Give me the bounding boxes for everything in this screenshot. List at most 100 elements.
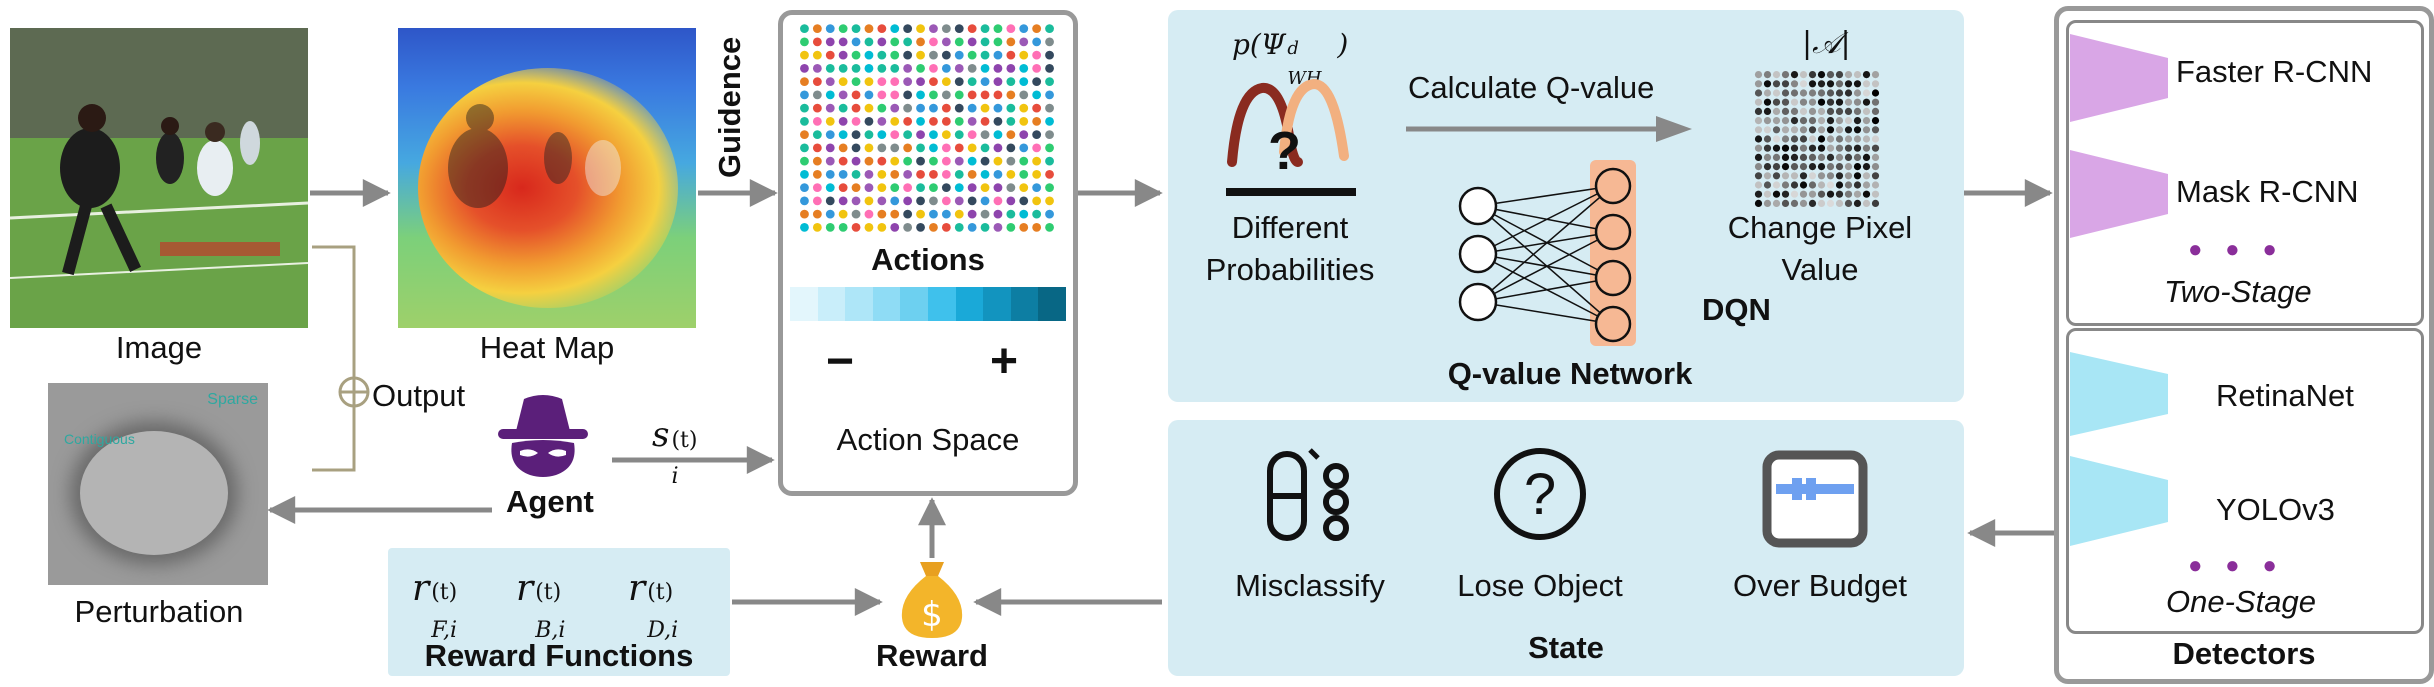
action-dot xyxy=(1045,169,1054,179)
action-dot xyxy=(1006,156,1016,166)
money-bag-dollar: $ xyxy=(921,595,943,635)
action-dot xyxy=(864,209,874,219)
action-dot xyxy=(877,222,887,232)
q-value-dot xyxy=(1853,135,1862,143)
q-value-dot xyxy=(1871,126,1880,134)
action-dot xyxy=(1006,77,1016,87)
action-dot xyxy=(1045,50,1054,60)
agent-state-symbol: s (t) i xyxy=(652,415,709,489)
q-value-dot xyxy=(1844,190,1853,198)
action-dot xyxy=(954,222,964,232)
action-dot xyxy=(812,24,822,34)
action-dot xyxy=(1045,143,1054,153)
action-dot xyxy=(838,169,848,179)
action-dot xyxy=(825,50,835,60)
action-dot xyxy=(980,116,990,126)
q-value-dot xyxy=(1826,181,1835,189)
reward-fn-f: r (t) F,i xyxy=(412,568,475,643)
one-stage-dots: ● ● ● xyxy=(2188,552,2285,579)
action-dot xyxy=(812,103,822,113)
q-value-dot xyxy=(1826,135,1835,143)
action-dot xyxy=(825,24,835,34)
action-dot xyxy=(993,196,1003,206)
q-value-dot xyxy=(1853,163,1862,171)
action-dot xyxy=(825,130,835,140)
action-dot xyxy=(825,37,835,47)
reward-fn-b-sub: B,i xyxy=(535,618,566,643)
misclassify-label: Misclassify xyxy=(1235,568,1385,603)
action-dot xyxy=(890,77,900,87)
action-dot xyxy=(1045,90,1054,100)
reward-fn-f-sub: F,i xyxy=(431,618,458,643)
probability-curves-icon xyxy=(1226,78,1356,196)
action-dot xyxy=(864,50,874,60)
heatmap-label: Heat Map xyxy=(479,330,615,365)
action-dot xyxy=(851,143,861,153)
action-dot xyxy=(1045,222,1054,232)
q-value-dot xyxy=(1844,80,1853,88)
action-dot xyxy=(916,130,925,140)
action-dot xyxy=(877,103,887,113)
q-value-pixel-grid xyxy=(1754,71,1880,207)
action-dot xyxy=(903,63,913,73)
action-dot xyxy=(993,63,1003,73)
action-dot xyxy=(800,103,809,113)
action-dot xyxy=(903,196,913,206)
lose-object-label: Lose Object xyxy=(1457,568,1623,603)
mask-rcnn-label: Mask R-CNN xyxy=(2176,174,2359,209)
q-value-dot xyxy=(1790,80,1799,88)
action-dot xyxy=(838,222,848,232)
action-dot xyxy=(1006,90,1016,100)
q-value-dot xyxy=(1835,117,1844,125)
action-dot xyxy=(1019,50,1029,60)
prob-formula-close: ) xyxy=(1337,28,1349,61)
perturbation-sparse-text: Sparse xyxy=(207,391,258,408)
q-value-dot xyxy=(1862,126,1871,134)
action-dot xyxy=(812,63,822,73)
q-value-dot xyxy=(1871,89,1880,97)
action-dot xyxy=(1006,143,1016,153)
perturbation-contiguous-text: Contiguous xyxy=(64,431,135,447)
action-dot xyxy=(929,37,938,47)
q-value-dot xyxy=(1817,98,1826,106)
q-value-dot xyxy=(1817,117,1826,125)
action-dot xyxy=(864,222,874,232)
q-value-dot xyxy=(1754,71,1763,79)
q-value-dot xyxy=(1826,144,1835,152)
action-dot xyxy=(903,156,913,166)
q-value-dot xyxy=(1826,71,1835,79)
action-dot xyxy=(1019,183,1029,193)
action-dot xyxy=(800,63,809,73)
action-dot xyxy=(877,37,887,47)
reward-fn-d: r (t) D,i xyxy=(628,568,691,643)
q-value-dot xyxy=(1799,190,1808,198)
q-value-dot xyxy=(1871,107,1880,115)
q-value-dot xyxy=(1763,190,1772,198)
action-dot xyxy=(800,24,809,34)
action-dot xyxy=(812,156,822,166)
action-dot xyxy=(877,130,887,140)
q-value-dot xyxy=(1871,144,1880,152)
q-value-dot xyxy=(1808,89,1817,97)
q-value-dot xyxy=(1790,181,1799,189)
action-dot xyxy=(864,143,874,153)
action-dot xyxy=(890,183,900,193)
action-dot xyxy=(864,183,874,193)
q-value-dot xyxy=(1763,89,1772,97)
action-dot xyxy=(941,24,951,34)
action-dot xyxy=(929,196,938,206)
action-dot xyxy=(916,183,925,193)
faster-rcnn-label: Faster R-CNN xyxy=(2176,54,2373,89)
q-value-dot xyxy=(1808,98,1817,106)
gradient-cell xyxy=(845,287,873,321)
q-value-dot xyxy=(1763,199,1772,207)
action-dot xyxy=(929,63,938,73)
action-dot xyxy=(851,130,861,140)
action-dot xyxy=(929,77,938,87)
action-dot xyxy=(916,169,925,179)
gradient-cell xyxy=(817,287,846,321)
action-dot xyxy=(993,24,1003,34)
action-dot xyxy=(851,37,861,47)
q-value-dot xyxy=(1862,80,1871,88)
action-dot xyxy=(800,37,809,47)
